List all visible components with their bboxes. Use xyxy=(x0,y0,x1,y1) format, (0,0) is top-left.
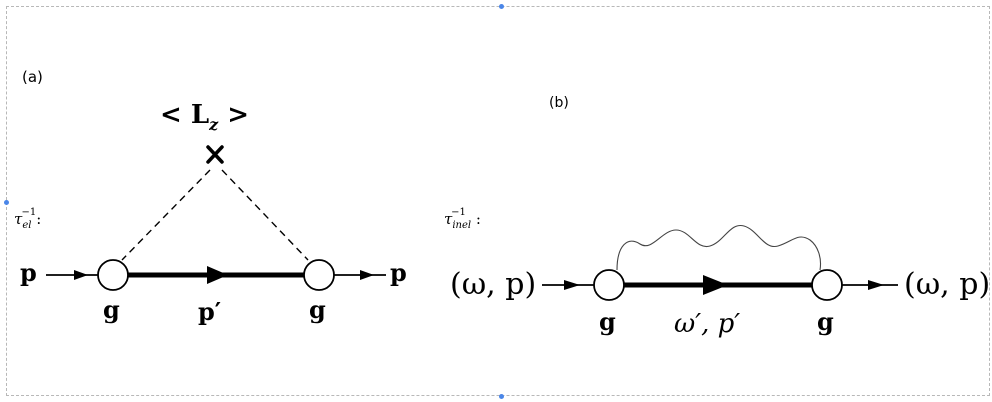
frame-handle-bottom[interactable] xyxy=(499,394,504,399)
wavy-boson-line xyxy=(616,224,822,271)
outgoing-arrow xyxy=(360,270,374,280)
tau-inel-label: τinel−1: xyxy=(444,207,481,231)
incoming-arrow-b xyxy=(564,280,580,290)
vertex-right-label: g xyxy=(309,295,326,324)
incoming-momentum: p xyxy=(20,258,37,287)
panel-b-label: (b) xyxy=(549,95,569,111)
incoming-arrow xyxy=(74,270,88,280)
vertex-left-label-b: g xyxy=(599,307,616,336)
vertex-right-label-b: g xyxy=(817,307,834,336)
vertex-right-b xyxy=(811,269,843,301)
insertion-cross xyxy=(206,145,224,164)
outgoing-arrow-b xyxy=(868,280,884,290)
panel-a-label: (a) xyxy=(22,68,43,86)
vertex-left xyxy=(97,259,129,291)
vertex-right xyxy=(303,259,335,291)
internal-arrow-b xyxy=(703,275,728,295)
tau-el-label: τel−1: xyxy=(14,207,41,231)
dashed-line-right xyxy=(221,169,309,261)
frame-handle-top[interactable] xyxy=(499,4,504,9)
outgoing-momentum: p xyxy=(390,258,407,287)
frame-handle-left[interactable] xyxy=(4,200,9,205)
vertex-left-label: g xyxy=(103,295,120,324)
vertex-left-b xyxy=(593,269,625,301)
internal-arrow xyxy=(207,266,228,284)
outgoing-label: (ω, p) xyxy=(904,267,990,302)
panel-b: (b) τinel−1: (ω, p) (ω, p) g g xyxy=(444,95,990,339)
panel-a: (a) < Lz > τel−1: p xyxy=(14,68,407,326)
incoming-label: (ω, p) xyxy=(450,267,536,302)
dashed-line-left xyxy=(121,169,211,261)
internal-label-b: ω′, p′ xyxy=(674,309,740,339)
lz-expectation: < Lz > xyxy=(160,100,249,134)
internal-momentum-label: p′ xyxy=(198,297,221,326)
